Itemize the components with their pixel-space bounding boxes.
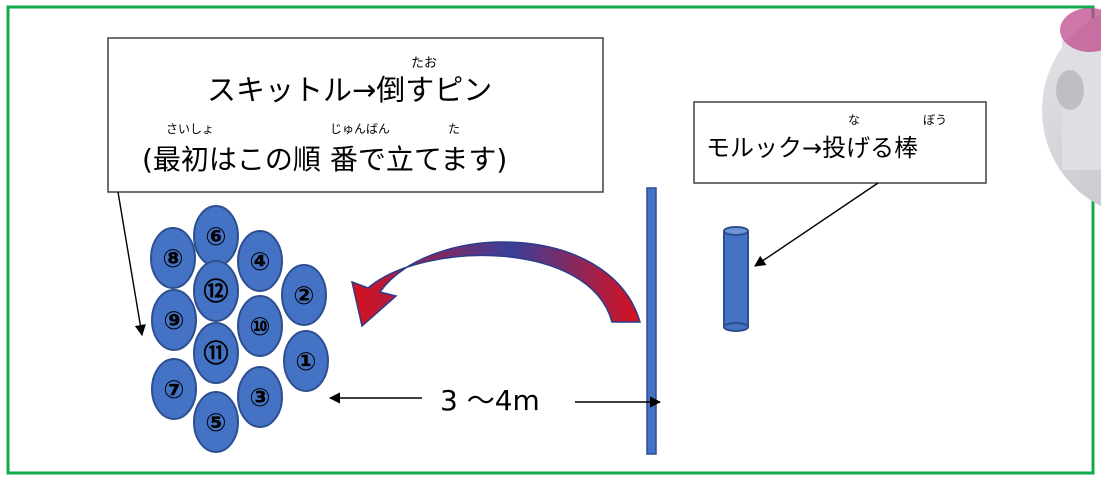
pin-number: ④	[249, 247, 270, 276]
pin-body	[237, 295, 283, 357]
pin-12: ⑤	[193, 391, 239, 453]
pin-1: ⑧	[150, 227, 196, 289]
throw-line	[646, 187, 657, 455]
pin-5: ②	[281, 264, 327, 326]
molkky-ruby-bou: ぼう	[923, 113, 947, 127]
photo-thumbnail	[1042, 8, 1101, 207]
pin-6: ⑨	[151, 289, 197, 351]
skittle-title: スキットル→倒すピン	[207, 73, 492, 107]
pin-8: ⑪	[193, 322, 239, 384]
pin-number: ⑫	[203, 277, 228, 306]
pin-10: ⑦	[151, 358, 197, 420]
pin-body	[237, 230, 283, 292]
pin-number: ⑦	[163, 375, 184, 404]
pin-3: ④	[237, 230, 283, 292]
skittle-pointer-line	[117, 191, 146, 337]
molkky-label-box: な ぼう モルック→投げる棒	[693, 101, 987, 184]
pin-number: ③	[249, 383, 270, 412]
pin-number: ⑩	[249, 312, 270, 341]
molkky-pointer-line	[754, 182, 879, 267]
distance-label: 3 〜4m	[440, 384, 540, 417]
skittle-subtitle: (最初はこの順 番で立てます)	[142, 143, 507, 176]
pin-4: ⑫	[193, 260, 239, 322]
pin-2: ⑥	[193, 205, 239, 267]
pin-9: ①	[283, 330, 329, 392]
skittle-ruby-tao: たお	[411, 56, 437, 71]
pin-7: ⑩	[237, 295, 283, 357]
pin-number: ⑥	[205, 222, 226, 251]
pin-body	[193, 260, 239, 322]
pin-number: ①	[295, 347, 316, 376]
pin-number: ⑨	[163, 306, 184, 335]
skittle-ruby-junban: じゅんばん	[330, 122, 390, 136]
pin-body	[193, 322, 239, 384]
molkky-ruby-na: な	[848, 113, 860, 127]
pin-body	[151, 358, 197, 420]
skittle-ruby-saisho: さいしょ	[166, 122, 214, 136]
skittle-ruby-ta: た	[448, 122, 460, 136]
molkky-title: モルック→投げる棒	[706, 134, 918, 162]
pin-number: ⑤	[205, 408, 226, 437]
pin-body	[283, 330, 329, 392]
curved-arrow-icon	[350, 241, 642, 328]
pin-number: ⑪	[203, 339, 228, 368]
skittle-label-box: たお スキットル→倒すピン さいしょ じゅんばん た (最初はこの順 番で立てま…	[107, 37, 604, 193]
pin-body	[237, 366, 283, 428]
pin-number: ②	[293, 281, 314, 310]
pin-body	[151, 289, 197, 351]
pin-body	[150, 227, 196, 289]
pin-body	[281, 264, 327, 326]
pin-11: ③	[237, 366, 283, 428]
pin-body	[193, 391, 239, 453]
cylinder-icon	[723, 226, 749, 332]
pin-number: ⑧	[162, 244, 183, 273]
